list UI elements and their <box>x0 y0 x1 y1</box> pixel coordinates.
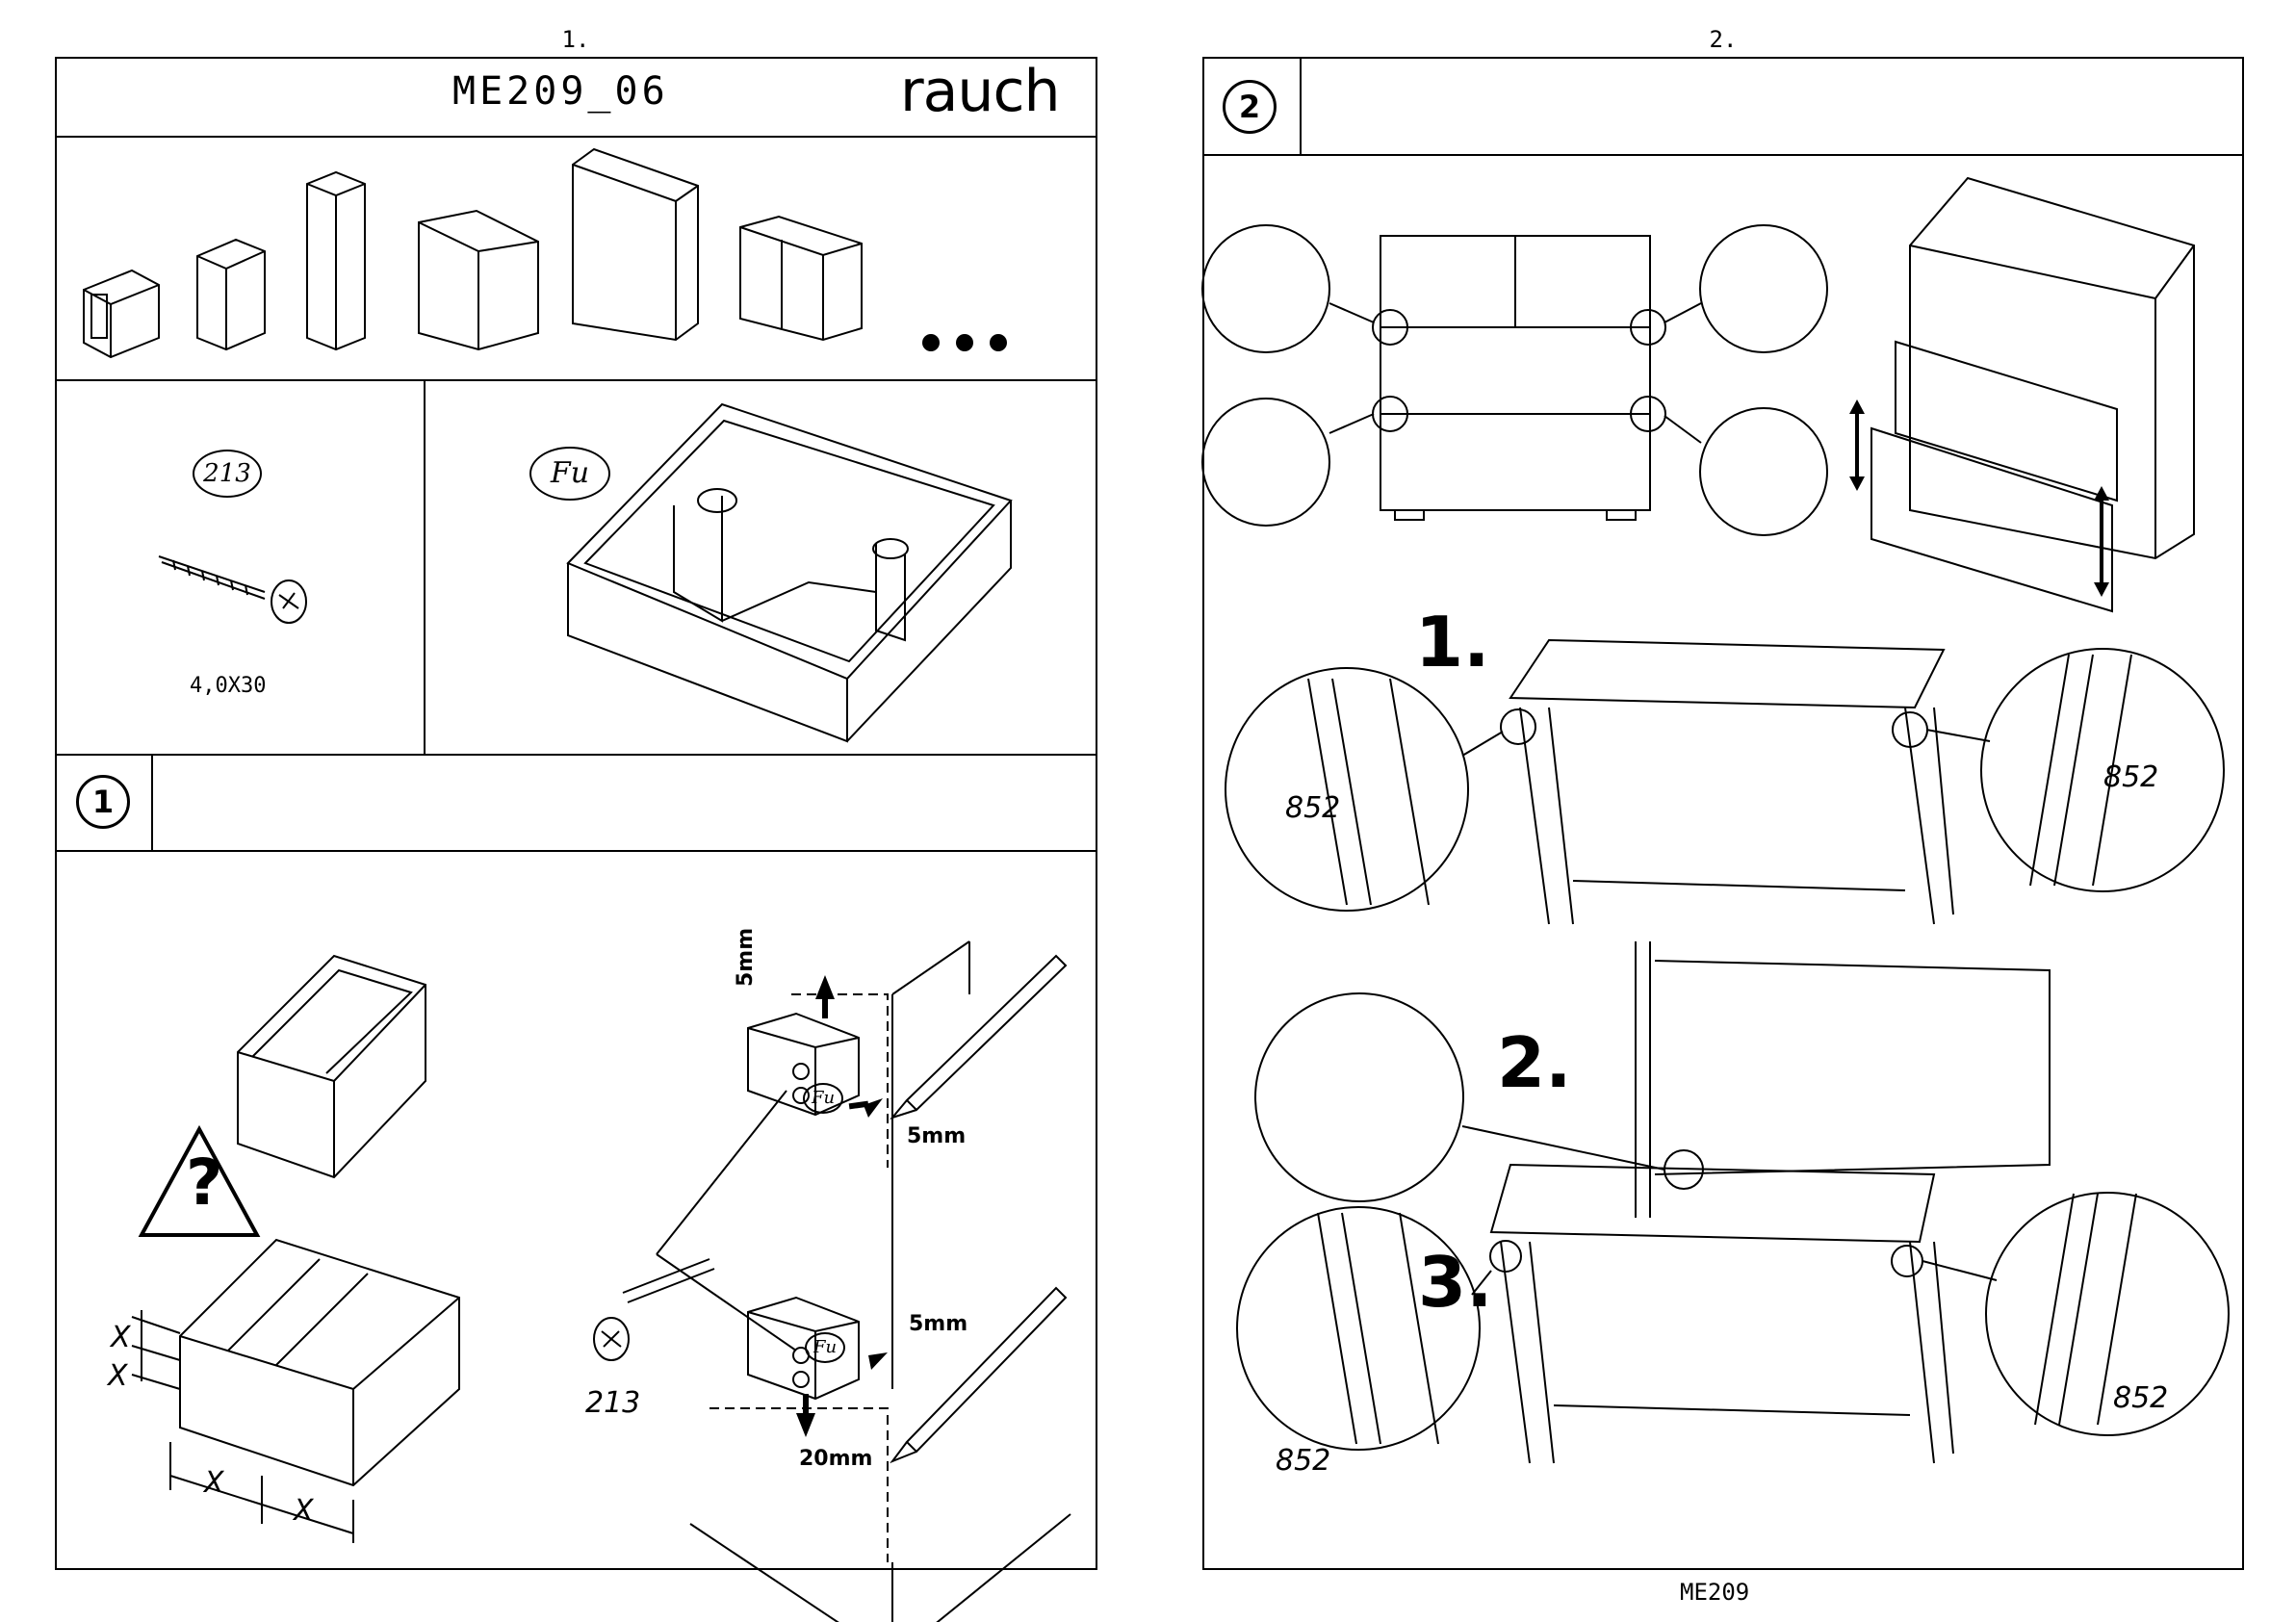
dim-x-label: X <box>111 1321 131 1354</box>
step-2-illustration <box>1202 154 2244 1570</box>
model-code: ME209_06 <box>452 69 669 114</box>
divider <box>151 754 153 850</box>
part-852-label: 852 <box>2103 760 2158 794</box>
dim-bottom-20mm: 20mm <box>799 1447 872 1471</box>
divider <box>424 379 426 754</box>
foot-id-label: Fu <box>805 1332 845 1363</box>
dim-side-5mm: 5mm <box>907 1124 966 1148</box>
step-2-badge: 2 <box>1223 80 1277 134</box>
screw-size: 4,0X30 <box>190 674 266 698</box>
divider <box>1300 57 1302 154</box>
foot-part-illustration <box>558 399 1020 746</box>
dim-x-label: X <box>294 1494 314 1528</box>
dim-x-label: X <box>108 1359 128 1393</box>
substep-2-label: 2. <box>1497 1022 1571 1103</box>
page-number-right: 2. <box>1685 26 1762 53</box>
part-852-label: 852 <box>1276 1444 1330 1478</box>
page-number-left: 1. <box>537 26 614 53</box>
substep-1-label: 1. <box>1415 602 1489 682</box>
dim-top-5mm: 5mm <box>734 928 758 987</box>
dim-x-label: X <box>204 1466 224 1500</box>
divider <box>55 754 1097 756</box>
screw-id-label: 213 <box>585 1386 640 1420</box>
screw-icon <box>154 549 318 621</box>
footer-code: ME209 <box>1680 1579 1749 1606</box>
step-1-badge: 1 <box>76 775 130 829</box>
product-range-illustration <box>55 136 1097 379</box>
screw-part-label: 213 <box>193 450 262 498</box>
dim-side-5mm: 5mm <box>909 1312 967 1336</box>
divider <box>55 379 1097 381</box>
warning-question-mark: ? <box>186 1146 222 1220</box>
brand-logo: rauch <box>900 58 1059 125</box>
foot-id-label: Fu <box>803 1083 843 1114</box>
substep-3-label: 3. <box>1418 1242 1492 1323</box>
part-852-label: 852 <box>1285 791 1340 825</box>
part-852-label: 852 <box>2113 1381 2168 1415</box>
